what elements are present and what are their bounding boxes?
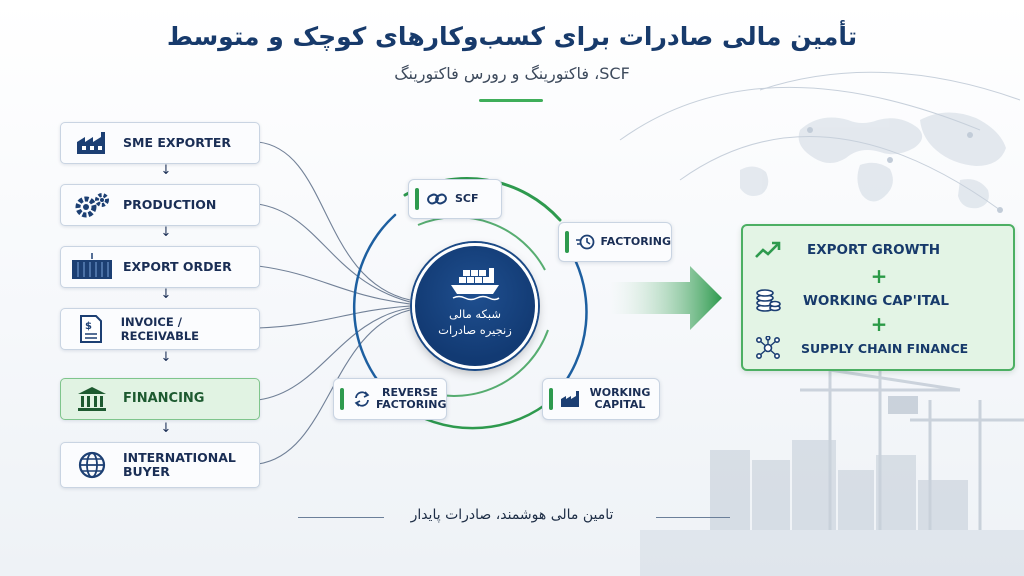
result-item-working-capital: WORKING CAP'ITAL xyxy=(743,288,1013,314)
flow-step-label: FINANCING xyxy=(123,391,205,406)
flow-step-label: PRODUCTION xyxy=(123,197,217,212)
flow-step-label: INVOICE / RECEIVABLE xyxy=(120,315,200,343)
invoice-icon: $ xyxy=(61,314,121,344)
flow-step-label: SME EXPORTER xyxy=(123,135,232,150)
growth-chart-icon xyxy=(743,240,793,260)
node-working-capital: WORKING CAPITAL xyxy=(542,378,660,420)
globe-icon xyxy=(61,450,123,480)
link-icon xyxy=(425,192,449,206)
world-map-background xyxy=(619,71,1021,213)
supply-chain-hub: شبکه مالی زنجیره صادرات xyxy=(412,243,538,369)
flow-step-international-buyer: INTERNATIONAL BUYER xyxy=(60,442,260,488)
clock-arrow-icon xyxy=(575,233,597,251)
coins-icon xyxy=(743,288,793,314)
result-item-export-growth: EXPORT GROWTH xyxy=(743,240,1013,260)
node-accent-bar xyxy=(549,388,553,410)
plus-sign: + xyxy=(870,312,888,336)
down-arrow: ↓ xyxy=(160,350,172,365)
footer-tagline: تامین مالی هوشمند، صادرات پایدار xyxy=(410,507,614,523)
down-arrow: ↓ xyxy=(160,163,172,178)
down-arrow: ↓ xyxy=(160,287,172,302)
flow-step-financing: FINANCING xyxy=(60,378,260,420)
node-label: FACTORING xyxy=(600,235,672,248)
flow-step-sme-exporter: SME EXPORTER xyxy=(60,122,260,164)
node-factoring: FACTORING xyxy=(558,222,672,262)
result-item-supply-chain-finance: SUPPLY CHAIN FINANCE xyxy=(743,336,1013,360)
node-scf: SCF xyxy=(408,179,502,219)
svg-text:$: $ xyxy=(85,321,92,332)
plus-sign: + xyxy=(870,264,888,288)
flow-step-label: INTERNATIONAL BUYER xyxy=(123,450,236,479)
flow-step-production: PRODUCTION xyxy=(60,184,260,226)
down-arrow: ↓ xyxy=(160,421,172,436)
node-label: REVERSE FACTORING xyxy=(376,386,447,411)
node-accent-bar xyxy=(340,388,344,410)
node-label: SCF xyxy=(455,192,479,205)
result-label: EXPORT GROWTH xyxy=(807,242,941,258)
ship-icon xyxy=(451,268,500,301)
down-arrow: ↓ xyxy=(160,225,172,240)
node-accent-bar xyxy=(415,188,419,210)
flow-step-label: EXPORT ORDER xyxy=(123,259,232,274)
bank-icon xyxy=(61,385,123,413)
result-label: WORKING CAP'ITAL xyxy=(803,293,949,309)
node-accent-bar xyxy=(565,231,569,253)
hub-label-line2: زنجیره صادرات xyxy=(438,323,512,337)
gears-icon xyxy=(61,191,123,219)
footer-rule-left xyxy=(298,517,384,518)
container-icon xyxy=(61,253,123,281)
node-label: WORKING CAPITAL xyxy=(589,386,651,411)
title-underline xyxy=(479,99,543,102)
hub-label-line1: شبکه مالی xyxy=(448,307,502,321)
page-subtitle: SCF، فاکتورینگ و رورس فاکتورینگ xyxy=(394,64,630,83)
factory-icon xyxy=(61,130,123,156)
cycle-arrows-icon xyxy=(350,390,374,408)
footer-rule-right xyxy=(656,517,730,518)
results-panel: EXPORT GROWTH + WORKING CAP'ITAL + SUPPL… xyxy=(741,224,1015,371)
port-background xyxy=(640,368,1024,576)
flow-step-export-order: EXPORT ORDER xyxy=(60,246,260,288)
network-icon xyxy=(743,336,793,360)
result-label: SUPPLY CHAIN FINANCE xyxy=(801,340,969,356)
factory-icon xyxy=(559,390,583,408)
page-title: تأمین مالی صادرات برای کسب‌وکارهای کوچک … xyxy=(166,22,858,51)
result-arrow xyxy=(610,266,722,330)
node-reverse-factoring: REVERSE FACTORING xyxy=(333,378,447,420)
flow-step-invoice: $ INVOICE / RECEIVABLE xyxy=(60,308,260,350)
